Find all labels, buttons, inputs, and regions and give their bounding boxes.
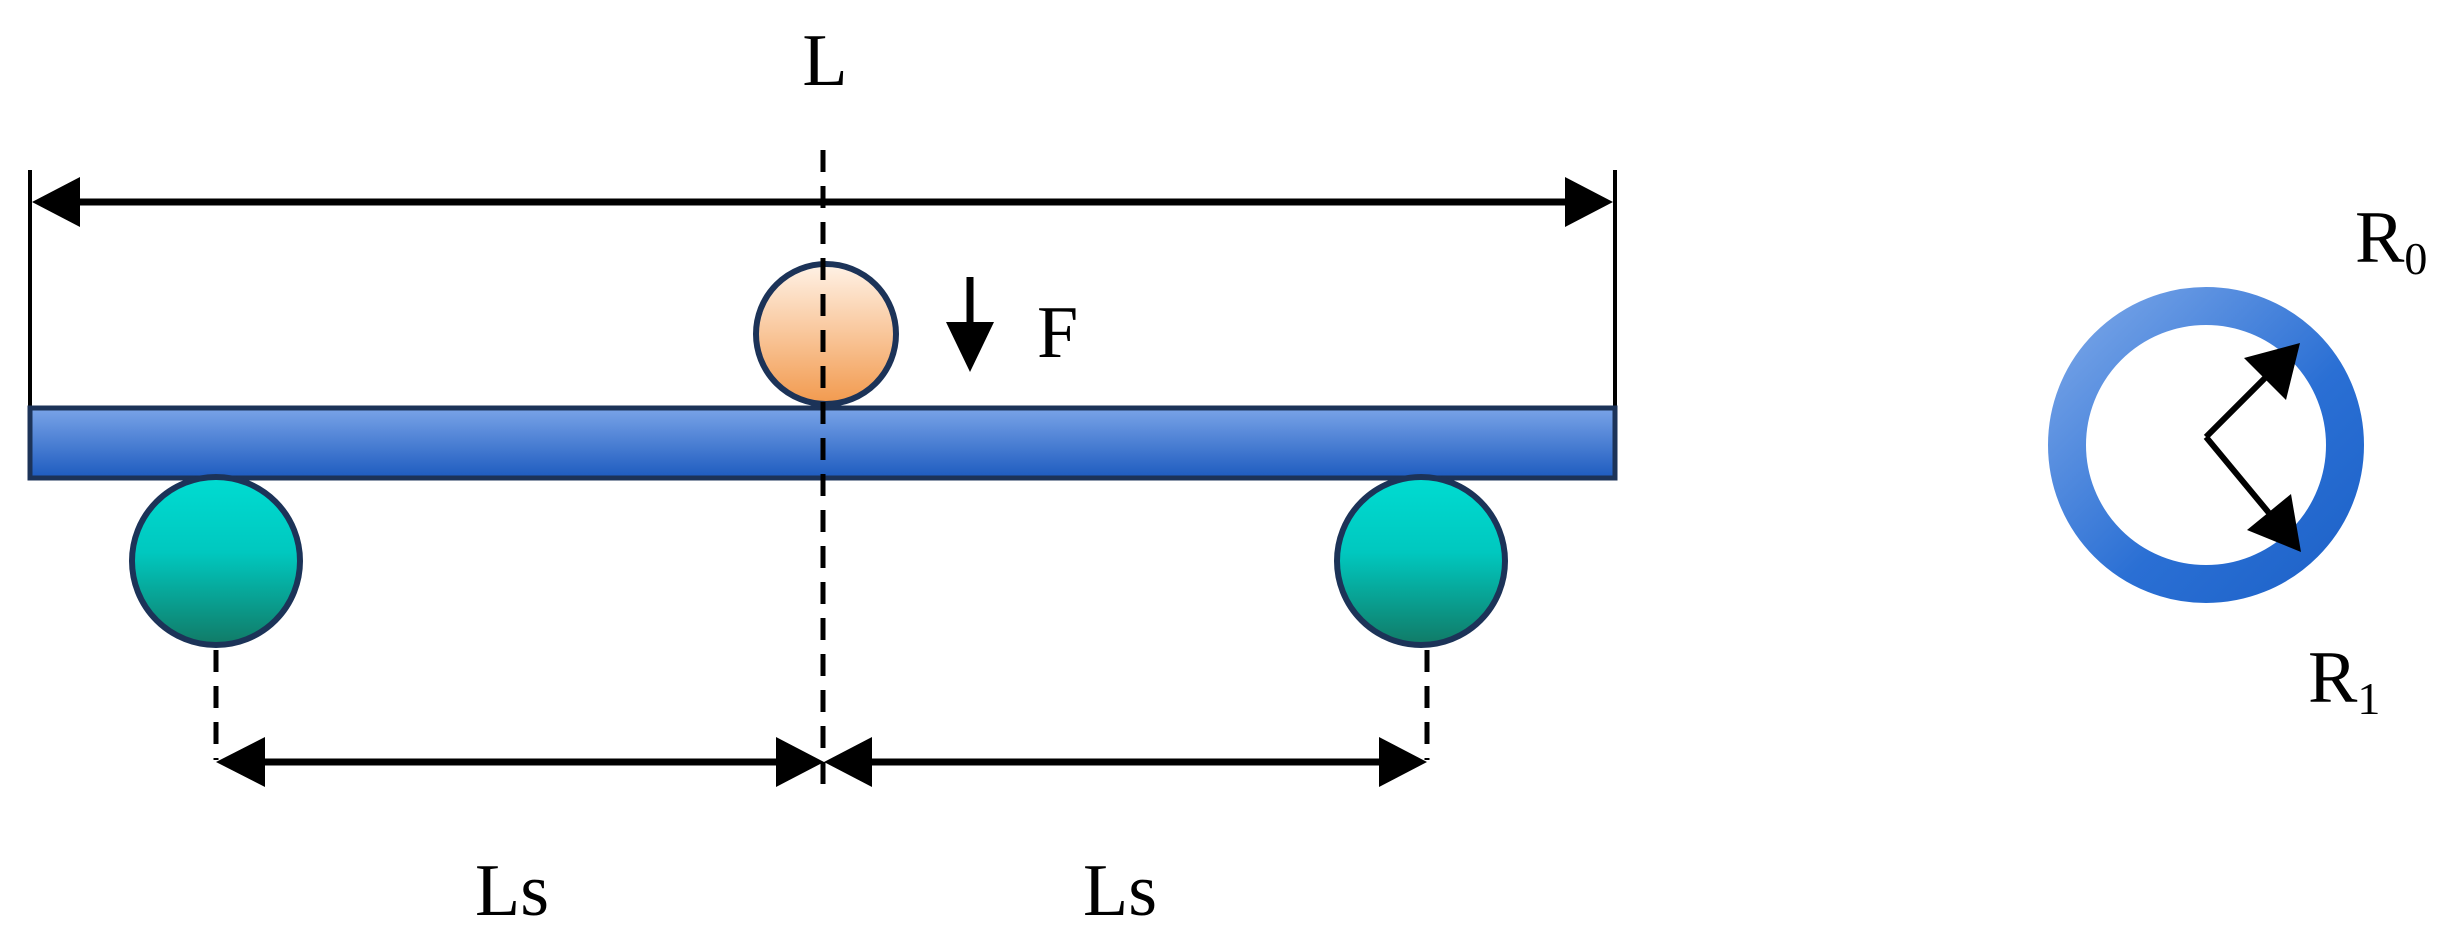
- right-support-roller: [1334, 474, 1508, 648]
- right-span-label: Ls: [1083, 850, 1157, 932]
- force-indicator: F: [946, 277, 1078, 374]
- left-span-label: Ls: [475, 850, 549, 932]
- loading-nose: [753, 261, 899, 407]
- arrowhead-right-icon: [1565, 177, 1613, 227]
- right-span-arrowhead-right-icon: [1379, 737, 1427, 787]
- inner-radius-label: R1: [2308, 637, 2380, 724]
- tube-cross-section: R0 R1: [2048, 197, 2427, 724]
- left-span-arrowhead-right-icon: [776, 737, 824, 787]
- right-span-arrowhead-left-icon: [824, 737, 872, 787]
- force-label: F: [1037, 292, 1078, 374]
- outer-radius-arrow-icon: [2203, 343, 2300, 440]
- outer-radius-label: R0: [2355, 197, 2427, 284]
- length-label: L: [802, 20, 847, 102]
- left-support-roller: [129, 474, 303, 648]
- arrow-down-icon: [946, 277, 994, 372]
- ring: [2048, 287, 2364, 603]
- inner-radius-arrow-icon: [2203, 435, 2301, 552]
- left-span-arrowhead-left-icon: [216, 737, 265, 787]
- span-dimension: Ls Ls: [213, 650, 1430, 932]
- arrowhead-left-icon: [32, 177, 80, 227]
